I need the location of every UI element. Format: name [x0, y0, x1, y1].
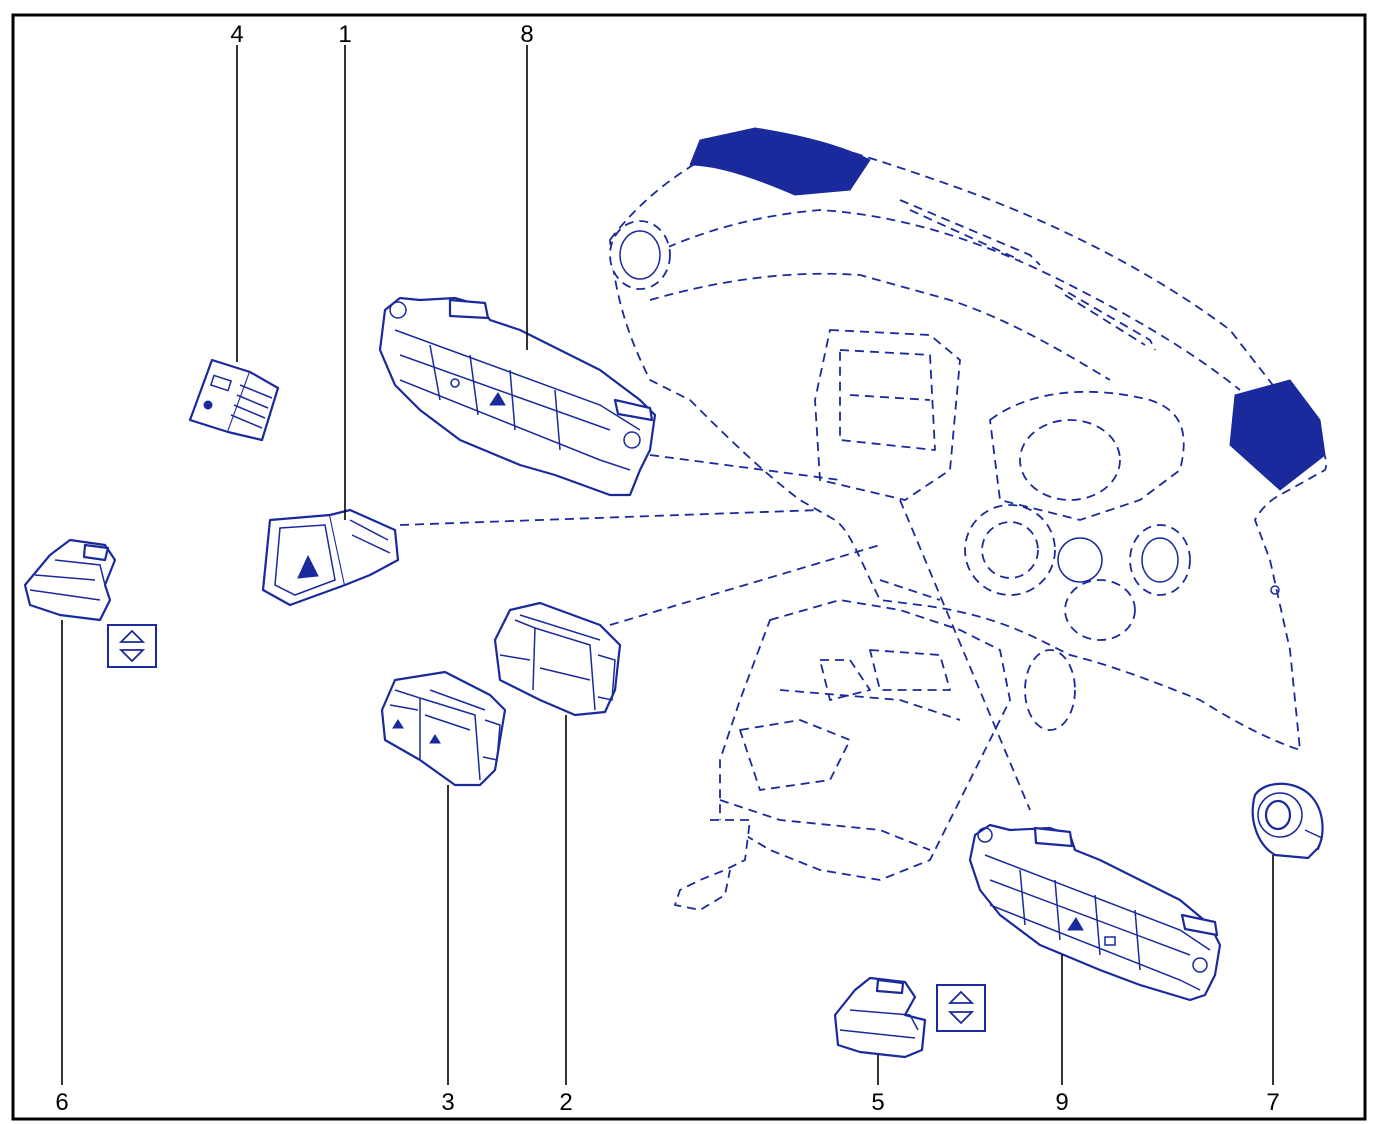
control-panel-lower	[968, 823, 1222, 1002]
window-switch-pair-right	[493, 601, 622, 717]
hazard-switch	[261, 508, 400, 607]
window-switch-single-left	[23, 538, 117, 622]
up-down-symbol-left	[107, 624, 157, 668]
callout-5: 5	[871, 1089, 884, 1116]
callout-2: 2	[559, 1089, 572, 1116]
callout-7: 7	[1266, 1089, 1279, 1116]
callouts: 4 1 8 6 3 2 5 9 7	[55, 21, 1279, 1116]
callout-6: 6	[55, 1089, 68, 1116]
callout-8: 8	[520, 21, 533, 48]
dashboard-illustration	[399, 127, 1328, 911]
callout-9: 9	[1055, 1089, 1068, 1116]
callout-4: 4	[230, 21, 243, 48]
dash-top-pad-right	[1229, 379, 1326, 491]
up-down-symbol-bottom	[936, 984, 986, 1032]
window-switch-single-bottom	[833, 976, 927, 1059]
rotary-knob	[1251, 782, 1324, 860]
dash-top-pad-left	[689, 127, 871, 196]
usb-socket	[188, 358, 280, 442]
callout-3: 3	[441, 1089, 454, 1116]
window-switch-pair-center	[380, 670, 507, 787]
control-panel-upper	[378, 296, 657, 497]
diagram-frame	[11, 13, 1367, 1121]
callout-1: 1	[338, 21, 351, 48]
